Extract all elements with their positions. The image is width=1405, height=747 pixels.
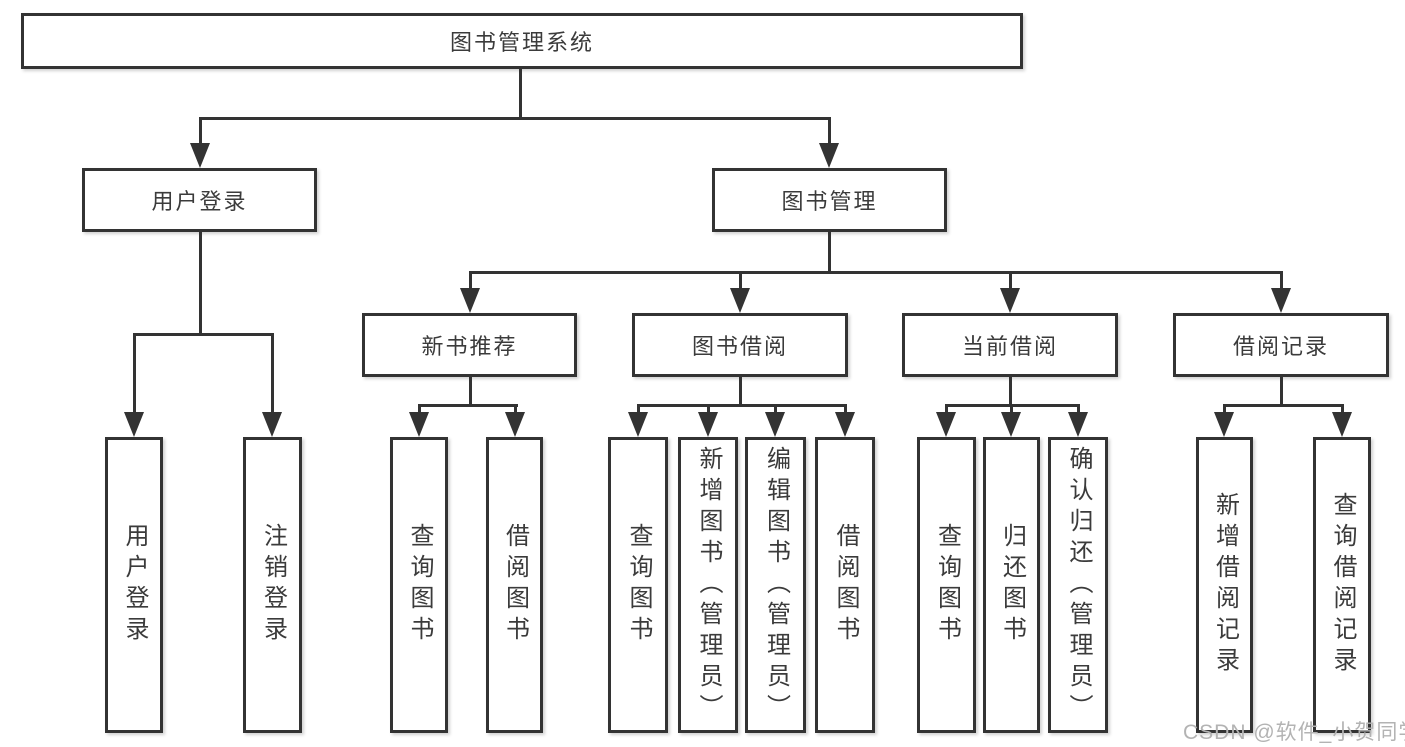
leaf-recommend-query-books: 查询图书 xyxy=(390,437,448,733)
leaf-current-return-books-label: 归还图书 xyxy=(998,523,1026,647)
arrow-down xyxy=(1001,412,1021,437)
leaf-borrowing-edit-books-admin-label: 编辑图书（管理员） xyxy=(762,445,790,725)
connector-line xyxy=(1009,377,1012,406)
leaf-recommend-borrow-books-label: 借阅图书 xyxy=(501,523,529,647)
node-borrow-records-label: 借阅记录 xyxy=(1232,334,1329,359)
connector-line xyxy=(199,232,202,335)
node-book-management-label: 图书管理 xyxy=(781,189,878,214)
connector-line xyxy=(469,271,472,290)
connector-line xyxy=(418,404,421,414)
connector-line xyxy=(133,333,136,413)
leaf-borrowing-borrow-books: 借阅图书 xyxy=(815,437,875,733)
connector-line xyxy=(519,69,522,119)
arrow-down xyxy=(628,412,648,437)
node-book-management: 图书管理 xyxy=(712,168,947,232)
leaf-current-query-books: 查询图书 xyxy=(917,437,976,733)
arrow-down xyxy=(936,412,956,437)
leaf-recommend-query-books-label: 查询图书 xyxy=(406,523,433,647)
arrow-down xyxy=(262,412,282,437)
connector-line xyxy=(1223,404,1226,414)
connector-line xyxy=(1010,404,1013,414)
connector-line xyxy=(1280,271,1283,290)
leaf-logout: 注销登录 xyxy=(243,437,302,733)
arrow-down xyxy=(1068,412,1088,437)
leaf-recommend-borrow-books: 借阅图书 xyxy=(486,437,543,733)
arrow-down xyxy=(1214,412,1234,437)
connector-line xyxy=(945,404,948,414)
arrow-down xyxy=(819,143,839,168)
arrow-down xyxy=(124,412,144,437)
arrow-down xyxy=(835,412,855,437)
arrow-down xyxy=(409,412,429,437)
arrow-down xyxy=(698,412,718,437)
connector-line xyxy=(469,271,1283,274)
connector-line xyxy=(707,404,710,414)
connector-line xyxy=(1280,377,1283,406)
connector-line xyxy=(844,404,847,414)
leaf-borrowing-edit-books-admin: 编辑图书（管理员） xyxy=(745,437,806,733)
node-user-login-label: 用户登录 xyxy=(151,189,248,214)
connector-line xyxy=(739,271,742,290)
connector-line xyxy=(271,333,274,413)
arrow-down xyxy=(1271,288,1291,313)
leaf-current-query-books-label: 查询图书 xyxy=(933,523,961,647)
connector-line xyxy=(199,117,831,120)
connector-line xyxy=(1009,271,1012,290)
leaf-user-login: 用户登录 xyxy=(105,437,163,733)
arrow-down xyxy=(1000,288,1020,313)
arrow-down xyxy=(505,412,525,437)
arrow-down xyxy=(460,288,480,313)
leaf-records-query-record-label: 查询借阅记录 xyxy=(1329,492,1356,678)
connector-line xyxy=(1223,404,1344,407)
leaf-borrowing-query-books-label: 查询图书 xyxy=(625,523,652,647)
leaf-current-return-books: 归还图书 xyxy=(983,437,1040,733)
connector-line xyxy=(739,377,742,406)
arrow-down xyxy=(1332,412,1352,437)
node-library-system-label: 图书管理系统 xyxy=(449,30,594,55)
connector-line xyxy=(828,117,831,146)
leaf-records-add-record: 新增借阅记录 xyxy=(1196,437,1253,733)
leaf-user-login-label: 用户登录 xyxy=(121,523,148,647)
node-new-book-recommend-label: 新书推荐 xyxy=(421,334,518,359)
leaf-current-confirm-return-admin-label: 确认归还（管理员） xyxy=(1065,445,1092,725)
node-book-borrowing: 图书借阅 xyxy=(632,313,848,377)
node-book-borrowing-label: 图书借阅 xyxy=(691,334,788,359)
node-borrow-records: 借阅记录 xyxy=(1173,313,1389,377)
csdn-watermark: CSDN @软件_小贺同学 xyxy=(1183,721,1405,744)
node-current-borrowing-label: 当前借阅 xyxy=(961,334,1058,359)
connector-line xyxy=(199,117,202,146)
leaf-logout-label: 注销登录 xyxy=(259,523,287,647)
connector-line xyxy=(774,404,777,414)
connector-line xyxy=(1077,404,1080,414)
connector-line xyxy=(133,333,274,336)
arrow-down xyxy=(190,143,210,168)
connector-line xyxy=(469,377,472,406)
leaf-borrowing-borrow-books-label: 借阅图书 xyxy=(832,523,859,647)
leaf-borrowing-add-books-admin-label: 新增图书（管理员） xyxy=(695,445,722,725)
leaf-records-query-record: 查询借阅记录 xyxy=(1313,437,1371,733)
connector-line xyxy=(418,404,518,407)
arrow-down xyxy=(730,288,750,313)
arrow-down xyxy=(765,412,785,437)
connector-line xyxy=(514,404,517,414)
leaf-current-confirm-return-admin: 确认归还（管理员） xyxy=(1048,437,1108,733)
node-user-login: 用户登录 xyxy=(82,168,317,232)
connector-line xyxy=(828,232,831,273)
leaf-borrowing-query-books: 查询图书 xyxy=(608,437,668,733)
node-new-book-recommend: 新书推荐 xyxy=(362,313,577,377)
leaf-borrowing-add-books-admin: 新增图书（管理员） xyxy=(678,437,738,733)
connector-line xyxy=(637,404,640,414)
connector-line xyxy=(637,404,847,407)
node-library-system: 图书管理系统 xyxy=(21,13,1023,69)
node-current-borrowing: 当前借阅 xyxy=(902,313,1118,377)
connector-line xyxy=(1341,404,1344,414)
leaf-records-add-record-label: 新增借阅记录 xyxy=(1211,492,1239,678)
